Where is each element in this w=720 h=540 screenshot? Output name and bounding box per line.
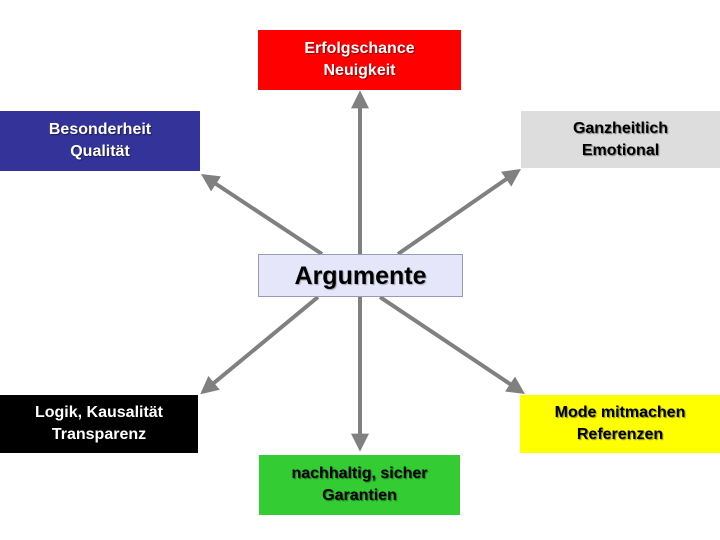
node-lower-left-line2: Transparenz xyxy=(51,426,147,443)
node-bottom-line2: Garantien xyxy=(322,487,397,504)
node-upper-right-line1: Ganzheitlich xyxy=(572,119,669,137)
node-lower-right-line1: Mode mitmachen xyxy=(554,404,686,421)
node-top-line1: Erfolgschance xyxy=(304,40,415,57)
arrow-to-lower-left xyxy=(200,295,320,395)
arrow-to-upper-left xyxy=(200,174,324,256)
node-upper-right: Ganzheitlich Emotional xyxy=(521,111,720,168)
center-label: Argumente xyxy=(294,261,427,290)
node-top: Erfolgschance Neuigkeit xyxy=(258,30,461,90)
node-lower-left: Logik, Kausalität Transparenz xyxy=(0,395,198,453)
node-lower-left-line1: Logik, Kausalität xyxy=(34,404,164,421)
node-upper-right-line2: Emotional xyxy=(581,141,660,159)
node-top-line2: Neuigkeit xyxy=(323,62,396,79)
node-upper-left: Besonderheit Qualität xyxy=(0,111,200,171)
node-lower-right: Mode mitmachen Referenzen xyxy=(520,395,720,453)
arrow-to-lower-right xyxy=(378,295,525,395)
center-node: Argumente xyxy=(258,254,463,297)
node-bottom-line1: nachhaltig, sicher xyxy=(291,465,428,482)
node-upper-left-line1: Besonderheit xyxy=(48,121,152,138)
node-bottom: nachhaltig, sicher Garantien xyxy=(259,455,460,515)
node-lower-right-line2: Referenzen xyxy=(576,426,664,443)
arrow-to-upper-right xyxy=(396,168,521,256)
node-upper-left-line2: Qualität xyxy=(70,143,130,160)
